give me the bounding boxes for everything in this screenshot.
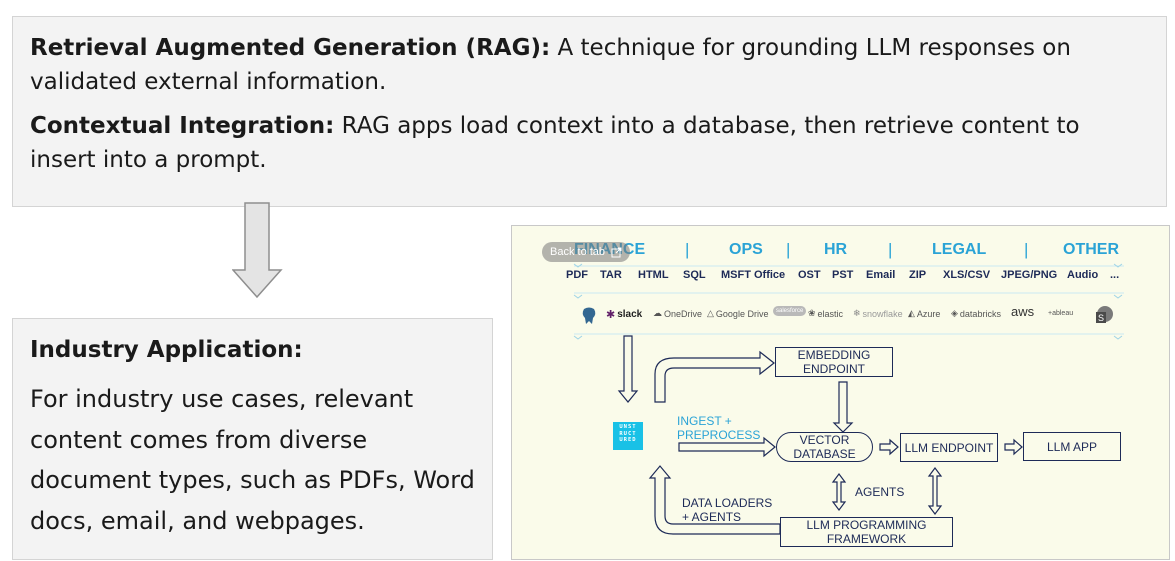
data-loaders-label: DATA LOADERS + AGENTS <box>682 496 773 524</box>
down-arrow-icon <box>232 202 283 299</box>
dept-other: OTHER <box>1063 241 1119 258</box>
file-type: MSFT Office <box>721 269 786 281</box>
elastic-icon: ❀ <box>808 308 816 318</box>
vector-database-node: VECTOR DATABASE <box>776 432 873 462</box>
svg-text:S: S <box>1098 313 1104 323</box>
contextual-integration-text: RAG apps load context into a database, t… <box>30 113 1080 173</box>
dept-hr: HR <box>824 241 848 258</box>
file-type: TAR <box>600 269 622 281</box>
file-type: HTML <box>638 269 669 281</box>
rag-pipeline-diagram: FINANCE | OPS | HR | LEGAL | OTHER Back … <box>511 225 1170 560</box>
snowflake-icon: ❄ <box>853 308 861 318</box>
dept-legal: LEGAL <box>932 241 987 258</box>
dept-separator: | <box>685 240 690 259</box>
back-to-tab-button[interactable]: Back to tab <box>542 242 631 262</box>
sharepoint-logo-icon: S <box>1094 305 1114 325</box>
cloud-icon: ☁ <box>653 308 662 318</box>
source-label: +ableau <box>1048 310 1074 317</box>
drive-icon: △ <box>707 308 714 318</box>
back-to-tab-label: Back to tab <box>550 246 606 258</box>
source-azure: ◭ Azure <box>908 308 940 319</box>
source-salesforce: salesforce <box>773 306 807 316</box>
llm-programming-framework-node: LLM PROGRAMMING FRAMEWORK <box>780 517 953 547</box>
industry-body: For industry use cases, relevant content… <box>30 385 475 535</box>
source-tableau: +ableau <box>1048 310 1073 317</box>
rag-term: Retrieval Augmented Generation (RAG): <box>30 35 551 61</box>
source-onedrive: ☁ OneDrive <box>653 308 702 319</box>
source-snowflake: ❄ snowflake <box>853 308 903 319</box>
external-tab-icon <box>611 247 622 257</box>
file-type: ZIP <box>909 269 927 281</box>
source-slack: ✱ slack <box>606 308 642 321</box>
source-aws: aws <box>1011 304 1034 319</box>
file-type: PDF <box>566 269 588 281</box>
dept-ops: OPS <box>729 241 763 258</box>
dept-separator: | <box>1024 240 1029 259</box>
industry-title: Industry Application: <box>30 337 303 363</box>
llm-endpoint-node: LLM ENDPOINT <box>900 433 998 462</box>
source-elastic: ❀ elastic <box>808 308 843 319</box>
dept-separator: | <box>786 240 791 259</box>
contextual-integration-term: Contextual Integration: <box>30 113 335 139</box>
file-type: XLS/CSV <box>943 269 991 281</box>
slack-icon: ✱ <box>606 309 616 321</box>
source-databricks: ◈ databricks <box>951 308 1001 319</box>
source-label: salesforce <box>773 306 807 316</box>
llm-app-node: LLM APP <box>1023 432 1121 461</box>
file-type: ... <box>1110 269 1120 281</box>
source-label: slack <box>617 309 643 320</box>
source-label: Azure <box>916 308 941 319</box>
rag-definition-text: A technique for grounding LLM responses … <box>30 35 1071 95</box>
source-label: aws <box>1011 304 1035 319</box>
file-type: SQL <box>683 269 706 281</box>
diagram-connectors <box>573 263 1124 535</box>
file-type: PST <box>832 269 854 281</box>
ingest-preprocess-label: INGEST + PREPROCESS <box>677 414 761 442</box>
unstructured-logo: UNST RUCT URED <box>613 422 643 450</box>
source-google-drive: △ Google Drive <box>707 308 768 319</box>
source-label: Google Drive <box>715 308 769 319</box>
rag-definition-box: Retrieval Augmented Generation (RAG): A … <box>12 16 1167 207</box>
postgres-logo-icon <box>581 306 598 325</box>
contextual-integration: Contextual Integration: RAG apps load co… <box>30 109 1149 177</box>
industry-application-box: Industry Application: For industry use c… <box>12 318 493 560</box>
source-label: OneDrive <box>664 308 703 319</box>
dept-separator: | <box>888 240 893 259</box>
file-type: Audio <box>1067 269 1099 281</box>
file-type: Email <box>866 269 896 281</box>
source-label: databricks <box>959 308 1001 319</box>
rag-definition: Retrieval Augmented Generation (RAG): A … <box>30 31 1149 99</box>
azure-icon: ◭ <box>908 308 915 318</box>
file-type: OST <box>798 269 821 281</box>
embedding-endpoint-node: EMBEDDING ENDPOINT <box>775 347 893 377</box>
agents-label: AGENTS <box>855 485 905 499</box>
databricks-icon: ◈ <box>951 308 958 318</box>
file-type: JPEG/PNG <box>1001 269 1058 281</box>
source-label: snowflake <box>862 308 903 319</box>
source-label: elastic <box>817 308 844 319</box>
